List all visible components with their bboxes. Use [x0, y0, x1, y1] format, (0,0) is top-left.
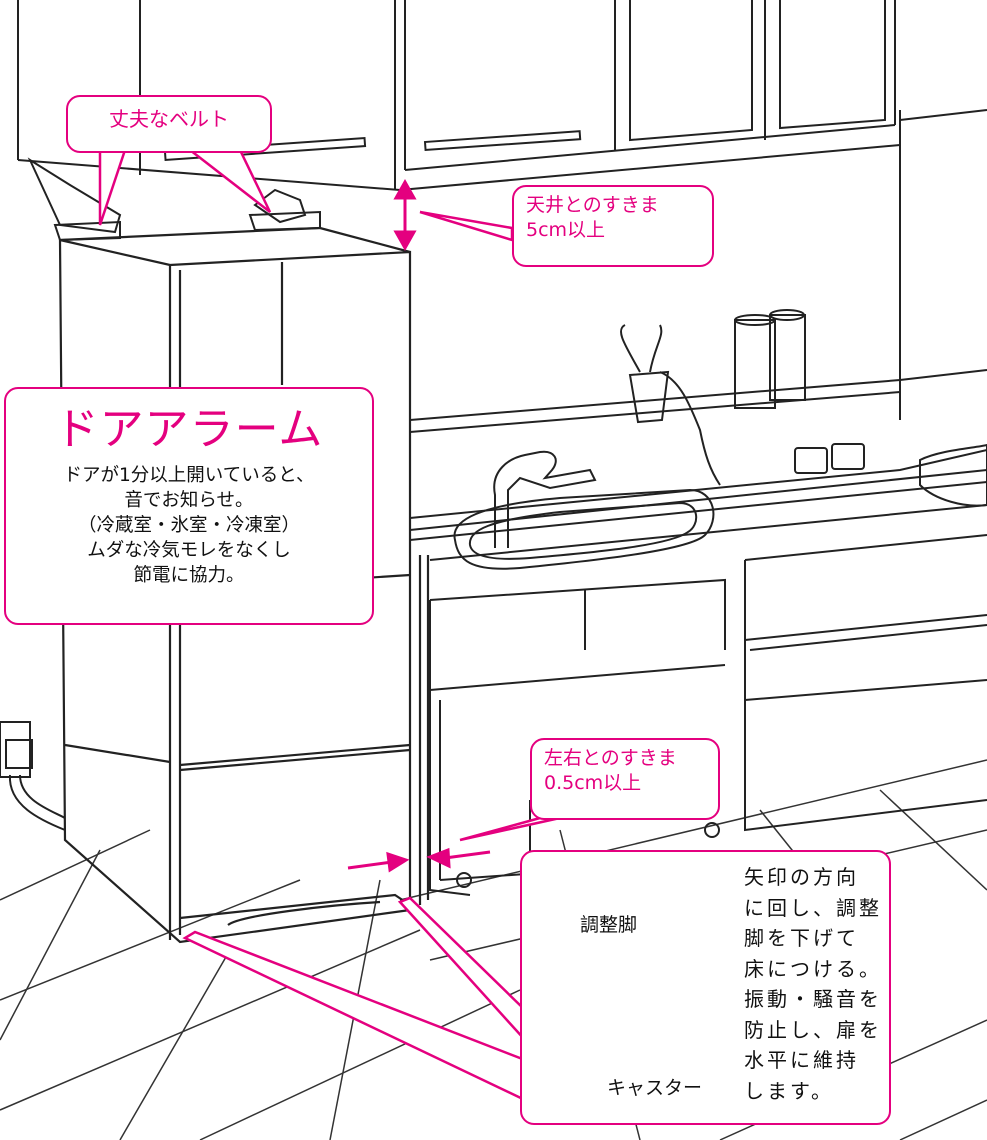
door-alarm-line: 節電に協力。: [133, 565, 245, 586]
adjuster-description-line: 振動・騒音を: [744, 987, 882, 1011]
adjuster-description-line: 水平に維持: [744, 1048, 859, 1072]
wall-lines: [409, 109, 987, 433]
adjuster-description-line: します。: [744, 1078, 834, 1103]
door-alarm-description: ドアが1分以上開いていると、 音でお知らせ。 （冷蔵室・氷室・冷凍室） ムダな冷…: [6, 463, 372, 588]
door-alarm-line: 音でお知らせ。: [124, 490, 254, 511]
door-alarm-title: ドアアラーム: [54, 404, 324, 455]
adjuster-inset-frame: [520, 850, 891, 1125]
door-alarm-line: ムダな冷気モレをなくし: [87, 540, 291, 561]
wall-outlet: [0, 721, 66, 831]
side-clearance-callout: 左右とのすきま 0.5cm以上: [530, 738, 720, 820]
adjuster-label: 調整脚: [580, 914, 638, 936]
counter: [409, 449, 987, 570]
adjuster-description-line: 床につける。: [744, 956, 882, 981]
belt-callout: 丈夫なベルト: [66, 95, 272, 153]
lower-cabinets: [429, 534, 987, 896]
ceiling-clearance-line1: 天井とのすきま: [526, 194, 659, 216]
adjuster-description-line: 矢印の方向: [744, 865, 859, 889]
caster-label: キャスター: [607, 1077, 703, 1099]
ceiling-clearance-callout: 天井とのすきま 5cm以上: [512, 185, 714, 267]
ceiling-clearance-line2: 5cm以上: [526, 219, 606, 241]
door-alarm-callout: ドアアラーム ドアが1分以上開いていると、 音でお知らせ。 （冷蔵室・氷室・冷凍…: [4, 387, 374, 625]
side-clearance-line2: 0.5cm以上: [544, 772, 642, 794]
side-clearance-line1: 左右とのすきま: [544, 747, 677, 769]
adjuster-description-line: 防止し、扉を: [744, 1017, 882, 1042]
door-alarm-line: （冷蔵室・氷室・冷凍室）: [77, 515, 300, 536]
adjuster-description-line: に回し、調整: [744, 895, 882, 920]
callout-leaders: [98, 148, 561, 1102]
belts: [27, 157, 321, 242]
upper-cabinets: [17, 0, 901, 191]
belt-callout-text: 丈夫なベルト: [109, 107, 229, 131]
adjuster-description-line: 脚を下げて: [744, 926, 859, 950]
door-alarm-line: ドアが1分以上開いていると、: [63, 465, 315, 486]
adjuster-description: 矢印の方向 に回し、調整 脚を下げて 床につける。 振動・騒音を 防止し、扉を …: [744, 862, 884, 1106]
shelf-items: [620, 309, 987, 507]
